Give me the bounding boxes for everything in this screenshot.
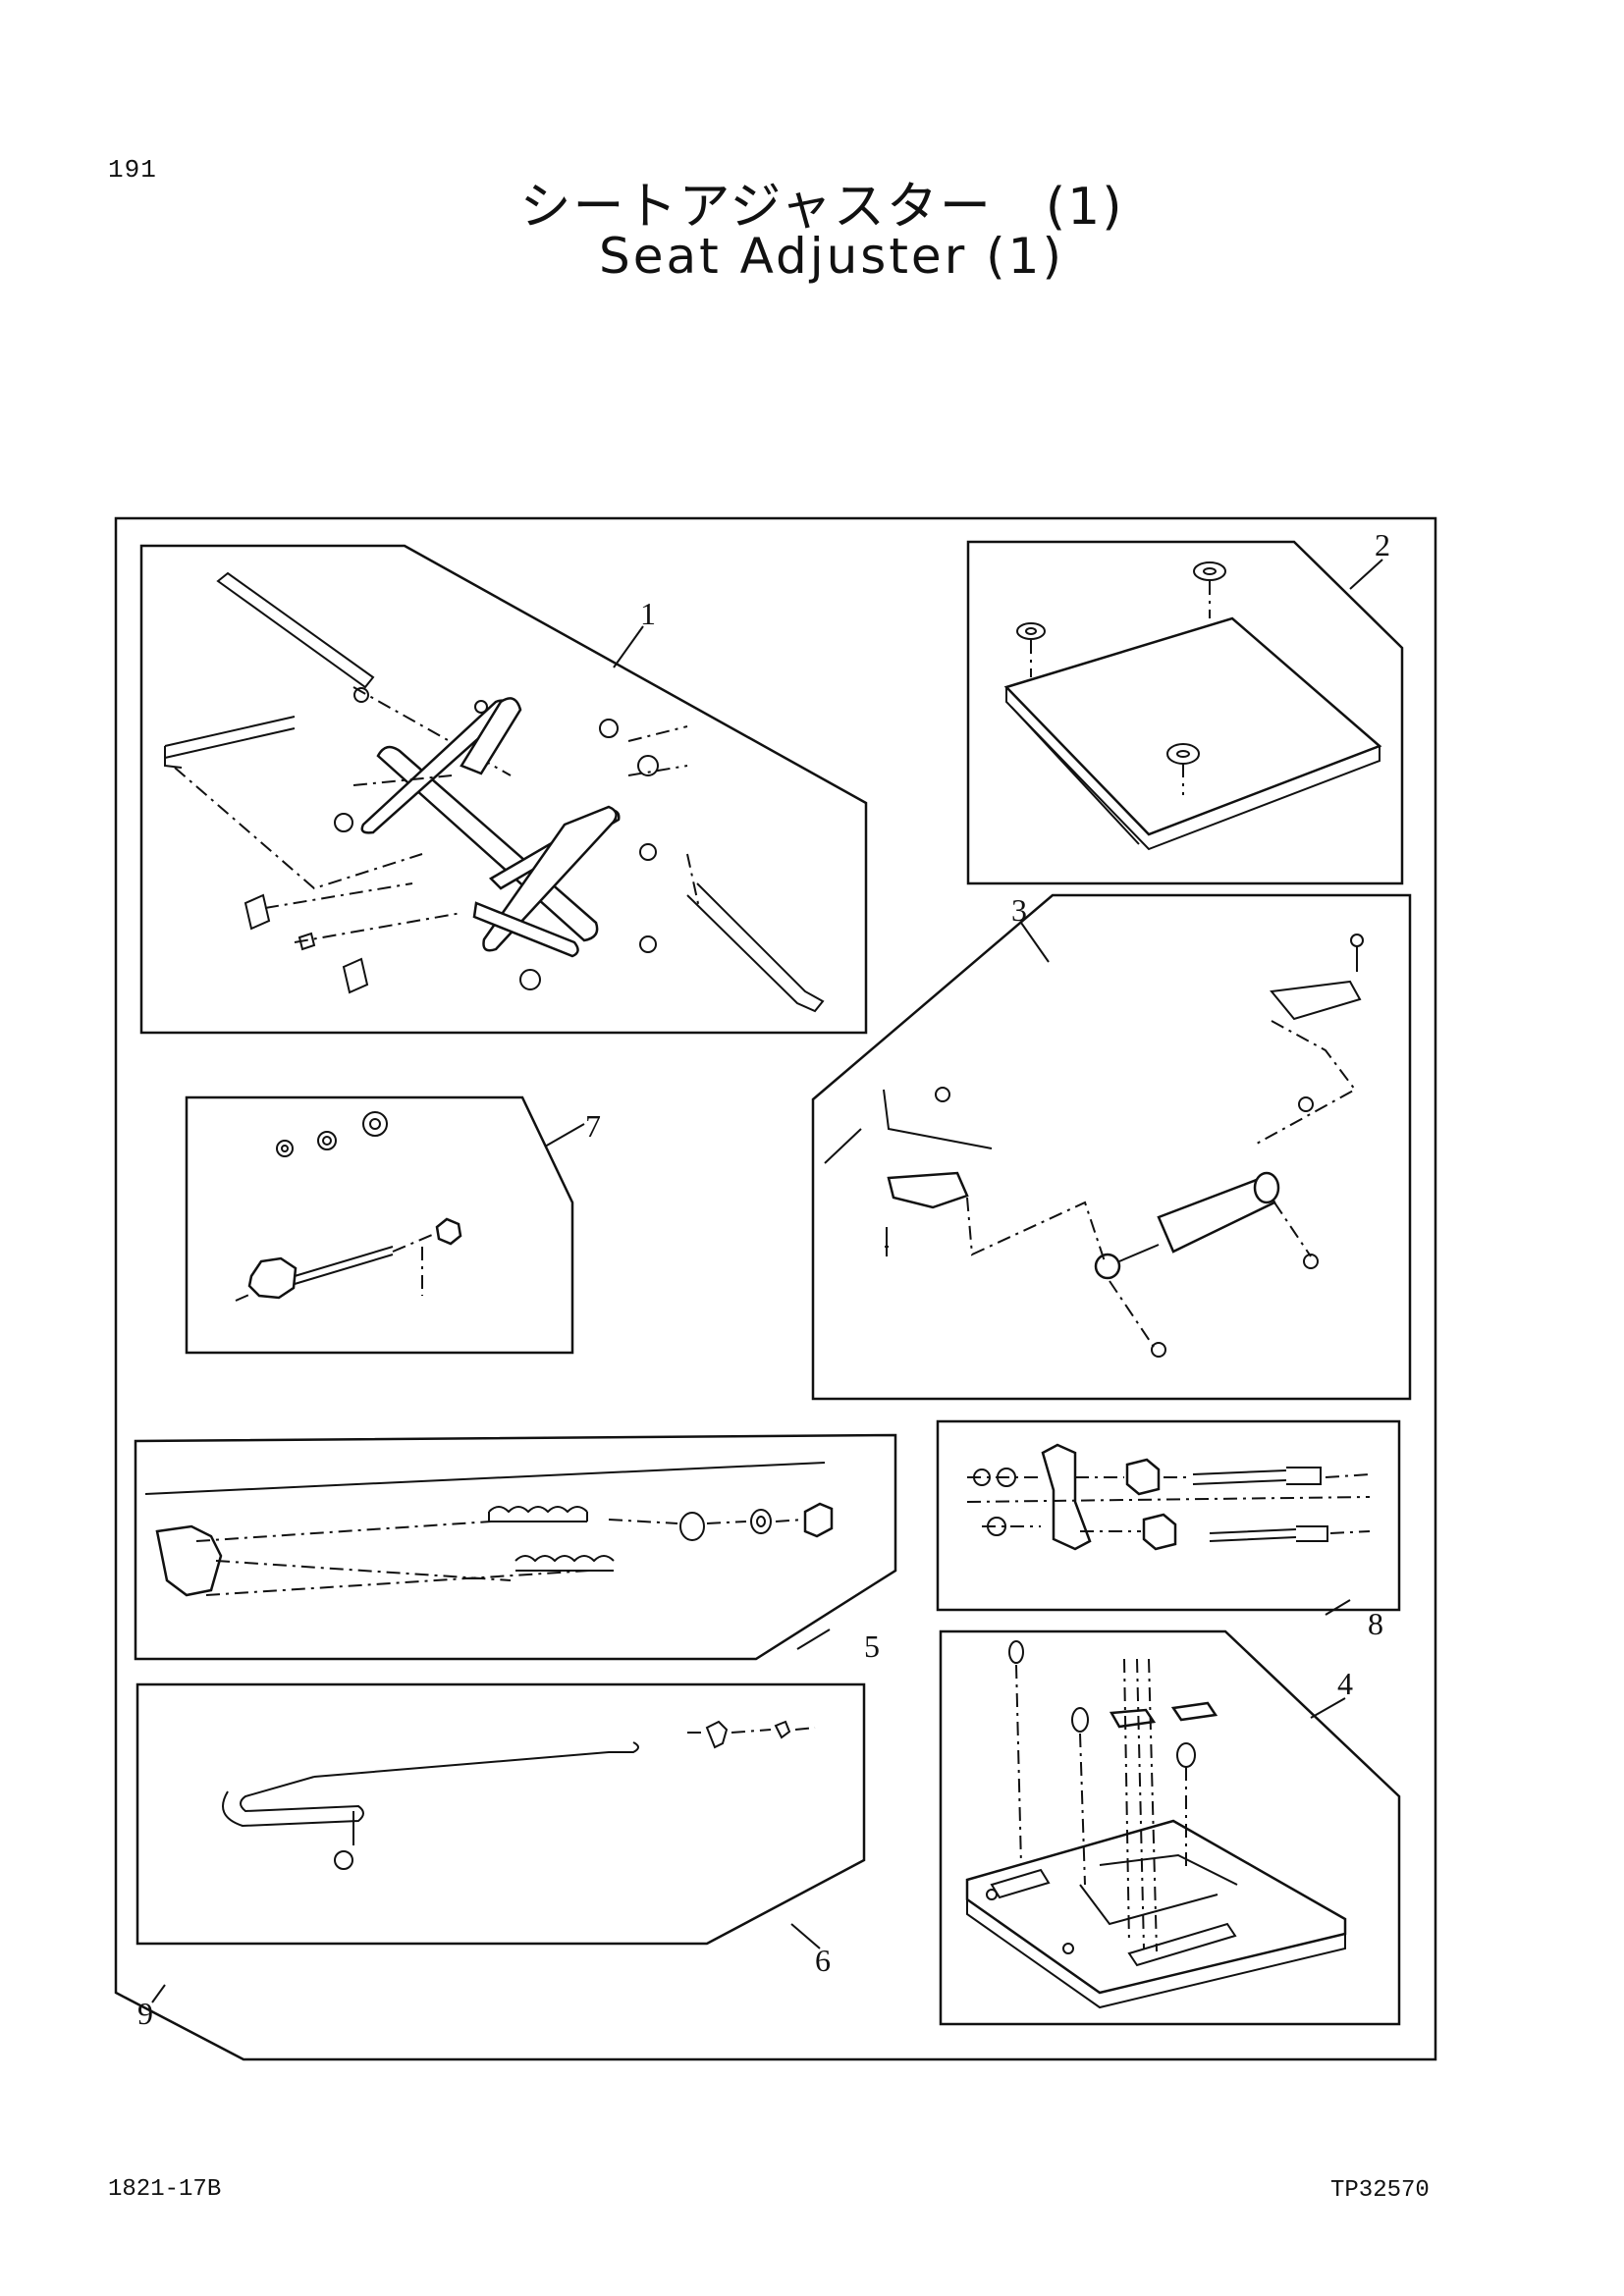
callout-7: 7 bbox=[585, 1108, 601, 1144]
page-title-english: Seat Adjuster (1) bbox=[599, 228, 1064, 285]
callout-5: 5 bbox=[864, 1629, 880, 1664]
panel-6 bbox=[135, 1682, 866, 1946]
panel-3 bbox=[811, 893, 1412, 1401]
panel-2 bbox=[966, 540, 1404, 885]
panel-4 bbox=[939, 1629, 1401, 2026]
callout-6: 6 bbox=[815, 1943, 831, 1978]
page-number: 191 bbox=[108, 155, 157, 185]
callout-2: 2 bbox=[1375, 527, 1390, 562]
callout-9: 9 bbox=[137, 1996, 153, 2031]
callout-3: 3 bbox=[1011, 892, 1027, 928]
leader-lines bbox=[151, 559, 1383, 2003]
callout-8: 8 bbox=[1368, 1606, 1383, 1641]
callout-4: 4 bbox=[1337, 1666, 1353, 1701]
panel-1 bbox=[139, 544, 868, 1035]
page-title-japanese: シートアジャスター (1) bbox=[519, 178, 1124, 237]
panel-8 bbox=[936, 1419, 1401, 1612]
callout-1: 1 bbox=[640, 596, 656, 631]
footer-code: 1821-17B bbox=[108, 2176, 222, 2203]
panel-7 bbox=[185, 1095, 574, 1355]
outer-frame bbox=[114, 516, 1437, 2061]
footer-reference: TP32570 bbox=[1330, 2177, 1430, 2204]
panel-5 bbox=[134, 1433, 897, 1661]
